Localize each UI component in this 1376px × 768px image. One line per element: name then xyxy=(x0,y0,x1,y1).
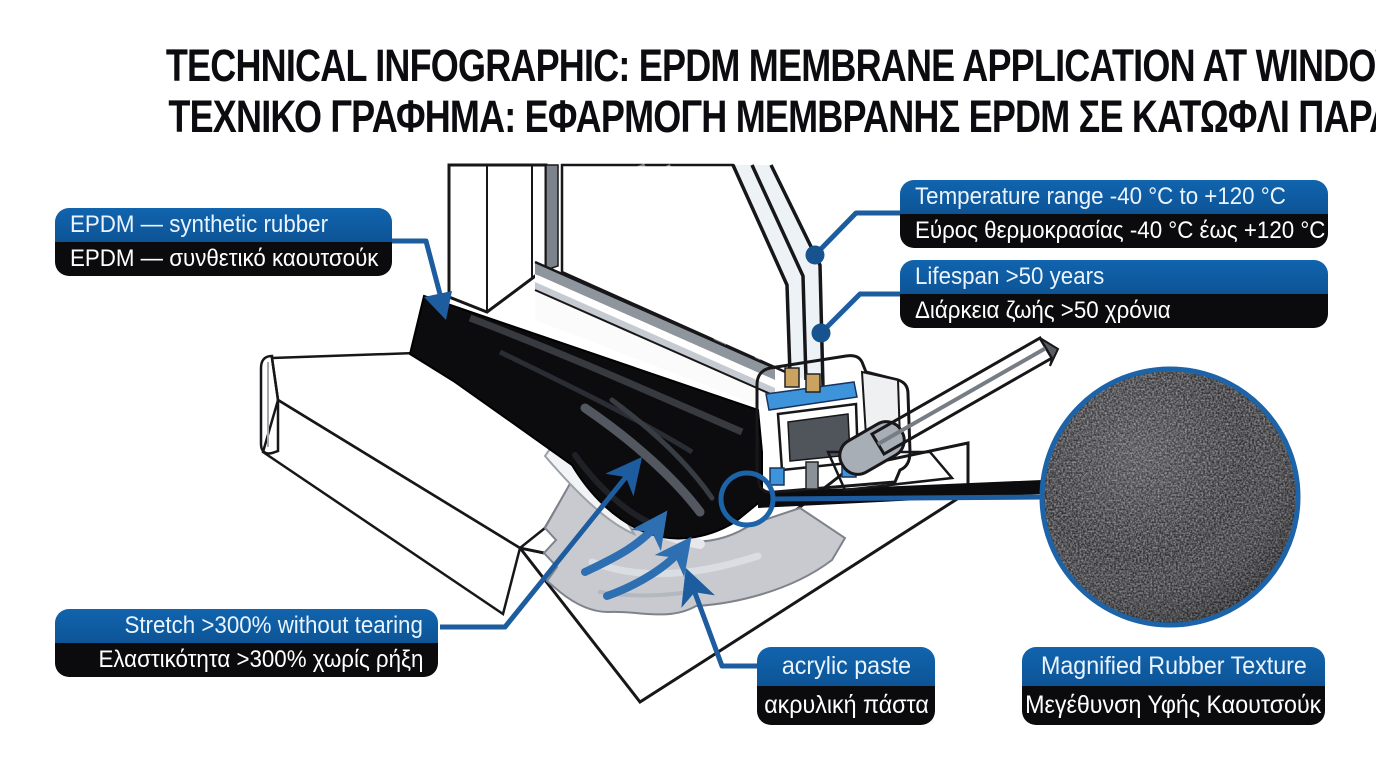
magnifier-leader-line xyxy=(772,494,1044,502)
title-greek: ΤΕΧΝΙΚΟ ΓΡΑΦΗΜΑ: ΕΦΑΡΜΟΓΗ ΜΕΜΒΡΑΝΗΣ EPDM… xyxy=(168,91,1376,142)
title-english: TECHNICAL INFOGRAPHIC: EPDM MEMBRANE APP… xyxy=(165,40,1376,91)
acrylic-leader-line xyxy=(681,567,757,669)
callout-temperature: Temperature range -40 °C to +120 °C Εύρο… xyxy=(900,180,1328,248)
callout-lifespan-el: Διάρκεια ζωής >50 χρόνια xyxy=(900,294,1328,328)
triple-glazing-lines xyxy=(731,164,825,388)
callout-lifespan-en: Lifespan >50 years xyxy=(900,260,1328,294)
sill-hem-edge xyxy=(259,354,280,455)
epdm-leader-line xyxy=(392,238,444,299)
frame-bottom-rail xyxy=(534,260,776,412)
callout-acrylic-el: ακρυλική πάστα xyxy=(757,686,935,725)
paste-direction-arrows xyxy=(581,510,692,600)
temperature-anchor-dot xyxy=(805,245,825,265)
callout-stretch: Stretch >300% without tearing Ελαστικότη… xyxy=(55,609,438,677)
callout-epdm-en: EPDM — synthetic rubber xyxy=(55,208,392,242)
callout-temperature-el: Εύρος θερμοκρασίας -40 °C έως +120 °C xyxy=(900,214,1328,248)
magnifier-ring xyxy=(718,470,776,528)
stretch-leader-line xyxy=(440,456,643,630)
callout-magnified-el: Μεγέθυνση Υφής Καουτσούκ xyxy=(1022,686,1325,725)
callout-lifespan: Lifespan >50 years Διάρκεια ζωής >50 χρό… xyxy=(900,260,1328,328)
rubber-texture-circle xyxy=(1039,366,1301,628)
glazing-spacer xyxy=(784,367,800,388)
callout-acrylic-paste: acrylic paste ακρυλική πάστα xyxy=(757,647,935,725)
callout-stretch-en: Stretch >300% without tearing xyxy=(55,609,438,643)
glazing-spacer xyxy=(805,373,821,393)
epdm-arrowhead-icon xyxy=(424,291,452,320)
page-title: TECHNICAL INFOGRAPHIC: EPDM MEMBRANE APP… xyxy=(0,40,1376,142)
callout-leaders xyxy=(392,210,900,669)
callout-epdm-el: EPDM — συνθετικό καουτσούκ xyxy=(55,242,392,276)
callout-acrylic-en: acrylic paste xyxy=(757,647,935,686)
window-frame xyxy=(447,163,825,412)
frame-cross-section xyxy=(755,354,912,494)
callout-stretch-el: Ελαστικότητα >300% χωρίς ρήξη xyxy=(55,643,438,677)
lifespan-anchor-dot xyxy=(811,323,831,343)
callout-magnified-en: Magnified Rubber Texture xyxy=(1022,647,1325,686)
callout-epdm: EPDM — synthetic rubber EPDM — συνθετικό… xyxy=(55,208,392,276)
callout-temperature-en: Temperature range -40 °C to +120 °C xyxy=(900,180,1328,214)
temperature-leader-line xyxy=(813,210,900,257)
epdm-membrane xyxy=(408,294,763,540)
glazing-unit-edge xyxy=(733,165,823,387)
glazing-gasket-seal xyxy=(765,381,858,411)
lifespan-leader-line xyxy=(819,291,900,335)
callout-magnified-texture: Magnified Rubber Texture Μεγέθυνση Υφής … xyxy=(1022,647,1325,725)
roller-tool xyxy=(826,335,1060,492)
fixing-screw xyxy=(805,461,819,490)
